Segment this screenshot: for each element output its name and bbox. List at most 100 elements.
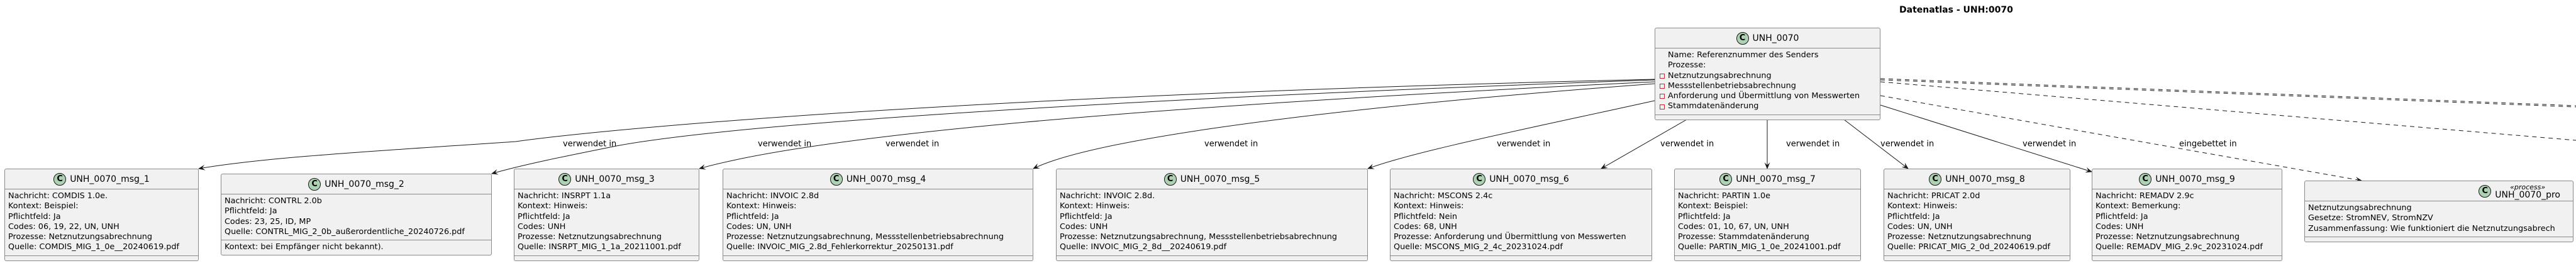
field-line: Nachricht: COMDIS 1.0e. bbox=[8, 191, 108, 201]
field-line: Kontext: Hinweis: bbox=[726, 201, 797, 211]
field-line: Pflichtfeld: Ja bbox=[8, 211, 61, 221]
stereotype: «process» bbox=[2510, 182, 2546, 191]
field-line: Pflichtfeld: Nein bbox=[1394, 211, 1458, 221]
class-title: UNH_0070_msg_9 bbox=[2155, 174, 2235, 184]
field-line: Nachricht: PRICAT 2.0d bbox=[1887, 191, 1980, 201]
private-marker-icon bbox=[1660, 73, 1665, 79]
class-methods bbox=[1675, 256, 1860, 260]
field-line: Quelle: CONTRL_MIG_2_0b_außerordentliche… bbox=[225, 227, 465, 237]
class-title: UNH_0070_msg_6 bbox=[1489, 174, 1569, 184]
field-line: Codes: 01, 10, 67, UN, UNH bbox=[1678, 221, 1789, 232]
field-line: Nachricht: REMADV 2.9c bbox=[2096, 191, 2194, 201]
class-fields: Netznutzungsabrechnung Gesetze: StromNEV… bbox=[2305, 201, 2573, 237]
process-label: Anforderung und Übermittlung von Messwer… bbox=[1668, 91, 1860, 101]
class-c-icon: C bbox=[2479, 184, 2492, 198]
class-fields: Nachricht: COMDIS 1.0e.Kontext: Beispiel… bbox=[5, 189, 198, 256]
process-label: Messstellenbetriebsabrechnung bbox=[1668, 81, 1796, 91]
process-line: Netznutzungsabrechnung bbox=[2308, 203, 2412, 213]
class-c-icon: C bbox=[1163, 172, 1177, 186]
field-line: Kontext: Beispiel: bbox=[1678, 201, 1748, 211]
dependency-edge bbox=[1880, 81, 2576, 141]
class-c-icon: C bbox=[830, 172, 843, 186]
private-marker-icon bbox=[1660, 94, 1665, 99]
class-title-group: «process» UNH_0070_pro bbox=[2495, 183, 2560, 199]
field-line: Prozesse: Netznutzungsabrechnung bbox=[518, 232, 662, 242]
class-unh-0070[interactable]: C UNH_0070 Name: Referenznummer des Send… bbox=[1655, 28, 1880, 120]
field-line: Codes: UNH bbox=[518, 221, 566, 232]
class-process[interactable]: C «process» UNH_0070_pro Netznutzungsabr… bbox=[2304, 181, 2573, 242]
association-edge bbox=[1033, 83, 1655, 169]
field-line: Pflichtfeld: Ja bbox=[2096, 211, 2148, 221]
field-line: Kontext: Hinweis: bbox=[1060, 201, 1130, 211]
association-edge bbox=[1367, 100, 1655, 169]
class-c-icon: C bbox=[1473, 172, 1486, 186]
field-line: Pflichtfeld: Ja bbox=[1887, 211, 1940, 221]
field-line: Codes: 06, 19, 22, UN, UNH bbox=[8, 221, 119, 232]
field-line: Kontext: Beispiel: bbox=[8, 201, 79, 211]
field-line: Quelle: INSRPT_MIG_1_1a_20211001.pdf bbox=[518, 242, 681, 252]
field-line: Nachricht: INSRPT 1.1a bbox=[518, 191, 611, 201]
class-header: C «process» UNH_0070_pro bbox=[2305, 181, 2573, 201]
class-methods bbox=[1884, 256, 2070, 260]
process-line: Gesetze: StromNEV, StromNZV bbox=[2308, 213, 2433, 223]
field-line: Codes: 68, UNH bbox=[1394, 221, 1457, 232]
class-header: C UNH_0070_msg_2 bbox=[221, 174, 491, 194]
class-extra: Kontext: bei Empfänger nicht bekannt). bbox=[221, 240, 491, 255]
class-title: UNH_0070_msg_4 bbox=[846, 174, 926, 184]
field-line: Codes: UNH bbox=[2096, 221, 2144, 232]
class-fields: Nachricht: INVOIC 2.8d.Kontext: Hinweis:… bbox=[1057, 189, 1367, 256]
class-title: UNH_0070_msg_7 bbox=[1736, 174, 1816, 184]
field-line: Nachricht: INVOIC 2.8d bbox=[726, 191, 819, 201]
class-methods bbox=[514, 256, 699, 260]
field-line: Codes: UNH bbox=[1060, 221, 1108, 232]
process-item: Stammdatenänderung bbox=[1658, 101, 1877, 111]
class-methods bbox=[2305, 237, 2573, 242]
field-line: Pflichtfeld: Ja bbox=[1678, 211, 1731, 221]
class-title: UNH_0070_msg_2 bbox=[325, 179, 404, 189]
edge-label: verwendet in bbox=[2023, 139, 2077, 149]
process-label: Stammdatenänderung bbox=[1668, 101, 1759, 111]
class-header: C UNH_0070 bbox=[1655, 28, 1880, 48]
field-line: Kontext: Bemerkung: bbox=[2096, 201, 2181, 211]
class-methods bbox=[2092, 256, 2282, 260]
association-edge bbox=[698, 81, 1655, 170]
edge-label: eingebettet in bbox=[2179, 139, 2237, 149]
field-line: Pflichtfeld: Ja bbox=[518, 211, 570, 221]
edge-label: verwendet in bbox=[1660, 139, 1714, 149]
class-title: UNH_0070_msg_8 bbox=[1945, 174, 2025, 184]
class-methods bbox=[1655, 115, 1880, 120]
process-item: Netznutzungsabrechnung bbox=[1658, 71, 1877, 81]
edge-label: verwendet in bbox=[758, 139, 812, 149]
class-title: UNH_0070 bbox=[1752, 33, 1799, 43]
field-line: Kontext: bei Empfänger nicht bekannt). bbox=[225, 242, 384, 252]
class-c-icon: C bbox=[308, 177, 321, 191]
field-name: Name: Referenznummer des Senders bbox=[1668, 50, 1819, 60]
field-line: Pflichtfeld: Ja bbox=[225, 206, 277, 216]
field-line: Codes: UN, UNH bbox=[1887, 221, 1953, 232]
class-title: UNH_0070_pro bbox=[2495, 189, 2560, 200]
field-prozesse: Prozesse: bbox=[1668, 60, 1706, 70]
field-line: Quelle: INVOIC_MIG_2.8d_Fehlerkorrektur_… bbox=[726, 242, 953, 252]
dependency-edge bbox=[1880, 78, 2576, 106]
field-line: Pflichtfeld: Ja bbox=[726, 211, 779, 221]
field-line: Nachricht: PARTIN 1.0e bbox=[1678, 191, 1770, 201]
